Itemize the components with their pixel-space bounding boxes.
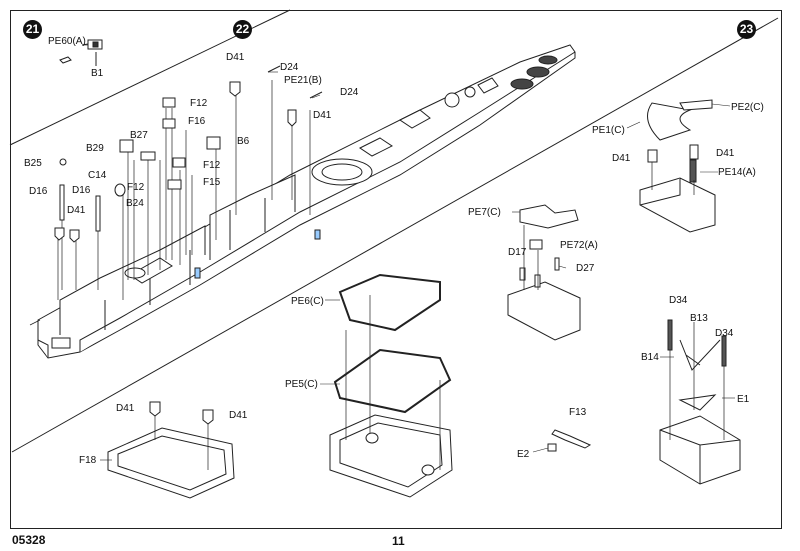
pe60-b1-part	[59, 39, 103, 66]
f13-part	[547, 429, 592, 452]
label-d24-a: D24	[280, 62, 299, 73]
label-b29: B29	[86, 143, 104, 154]
label-d34-a: D34	[669, 295, 688, 306]
label-d27: D27	[576, 263, 595, 274]
label-d24-b: D24	[340, 87, 359, 98]
label-d16-a: D16	[29, 186, 48, 197]
label-b25: B25	[24, 158, 42, 169]
label-b13: B13	[690, 313, 708, 324]
label-e1: E1	[737, 394, 750, 405]
bridge-assembly	[639, 99, 716, 233]
label-f12-a: F12	[190, 98, 208, 109]
platform-pe7-assembly	[507, 204, 581, 341]
label-d41-c: D41	[67, 205, 86, 216]
label-pe7c: PE7(C)	[468, 207, 501, 218]
label-f16: F16	[188, 116, 206, 127]
label-d41-d: D41	[612, 153, 631, 164]
label-pe5c: PE5(C)	[285, 379, 318, 390]
label-d41-g: D41	[229, 410, 248, 421]
page-number: 11	[392, 534, 405, 548]
step22-parts	[54, 65, 323, 243]
page-code: 05328	[12, 533, 46, 547]
step-number-23: 23	[737, 20, 756, 39]
label-d41-a: D41	[226, 52, 245, 63]
mast-assembly	[659, 319, 741, 485]
label-pe60a: PE60(A)	[48, 36, 86, 47]
label-d34-b: D34	[715, 328, 734, 339]
step-number-22: 22	[233, 20, 252, 39]
label-d41-b: D41	[313, 110, 332, 121]
page-border	[10, 10, 782, 529]
ship-hull	[37, 44, 576, 359]
step-number-21: 21	[23, 20, 42, 39]
label-d17: D17	[508, 247, 527, 258]
label-d16-b: D16	[72, 185, 91, 196]
label-pe1c: PE1(C)	[592, 125, 625, 136]
label-b1: B1	[91, 68, 104, 79]
label-f12-c: F12	[127, 182, 145, 193]
label-pe21b: PE21(B)	[284, 75, 322, 86]
label-b6: B6	[237, 136, 250, 147]
label-d41-f: D41	[116, 403, 135, 414]
label-pe6c: PE6(C)	[291, 296, 324, 307]
leader-lines	[84, 44, 735, 461]
f18-deck	[107, 401, 235, 499]
label-b24: B24	[126, 198, 144, 209]
label-b27: B27	[130, 130, 148, 141]
label-f12-b: F12	[203, 160, 221, 171]
label-b14: B14	[641, 352, 659, 363]
label-pe2c: PE2(C)	[731, 102, 764, 113]
divider-step22-23	[11, 17, 779, 453]
label-c14: C14	[88, 170, 107, 181]
label-f13: F13	[569, 407, 587, 418]
label-f18: F18	[79, 455, 97, 466]
railing-frames	[329, 273, 453, 498]
label-d41-e: D41	[716, 148, 735, 159]
label-e2: E2	[517, 449, 530, 460]
label-pe72a: PE72(A)	[560, 240, 598, 251]
label-f15: F15	[203, 177, 221, 188]
label-pe14a: PE14(A)	[718, 167, 756, 178]
